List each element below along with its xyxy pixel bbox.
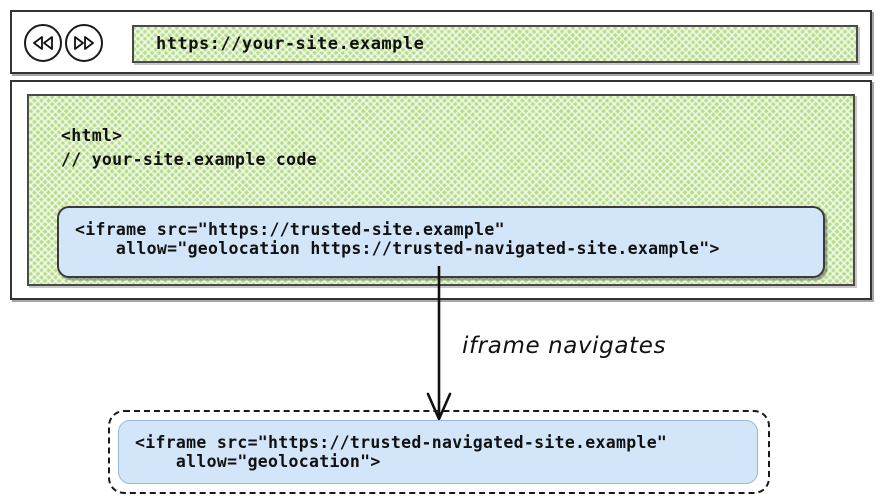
rewind-icon [32, 35, 54, 51]
address-bar-url: https://your-site.example [156, 34, 425, 54]
back-button[interactable] [24, 24, 62, 62]
code-line-site-comment: // your-site.example code [61, 150, 317, 169]
address-bar[interactable]: https://your-site.example [132, 25, 858, 63]
host-page-code-surface: <html> // your-site.example code <iframe… [27, 94, 855, 286]
embedded-iframe-box: <iframe src="https://trusted-site.exampl… [57, 206, 825, 278]
forward-button[interactable] [65, 24, 103, 62]
code-line-html-tag: <html> [61, 126, 123, 145]
arrow-annotation-label: iframe navigates [462, 333, 667, 359]
navigated-iframe-outline: <iframe src="https://trusted-navigated-s… [108, 410, 770, 494]
embedded-iframe-allow-line: allow="geolocation https://trusted-navig… [75, 239, 720, 258]
embedded-iframe-src-line: <iframe src="https://trusted-site.exampl… [75, 220, 505, 239]
browser-chrome-bar: https://your-site.example [10, 10, 872, 74]
navigated-iframe-box: <iframe src="https://trusted-navigated-s… [118, 420, 758, 484]
page-content-panel: <html> // your-site.example code <iframe… [10, 80, 872, 300]
navigation-buttons [24, 24, 103, 62]
navigated-iframe-src-line: <iframe src="https://trusted-navigated-s… [135, 433, 668, 452]
navigation-flow-arrow [414, 266, 466, 422]
navigated-iframe-allow-line: allow="geolocation"> [135, 452, 381, 471]
fast-forward-icon [73, 35, 95, 51]
